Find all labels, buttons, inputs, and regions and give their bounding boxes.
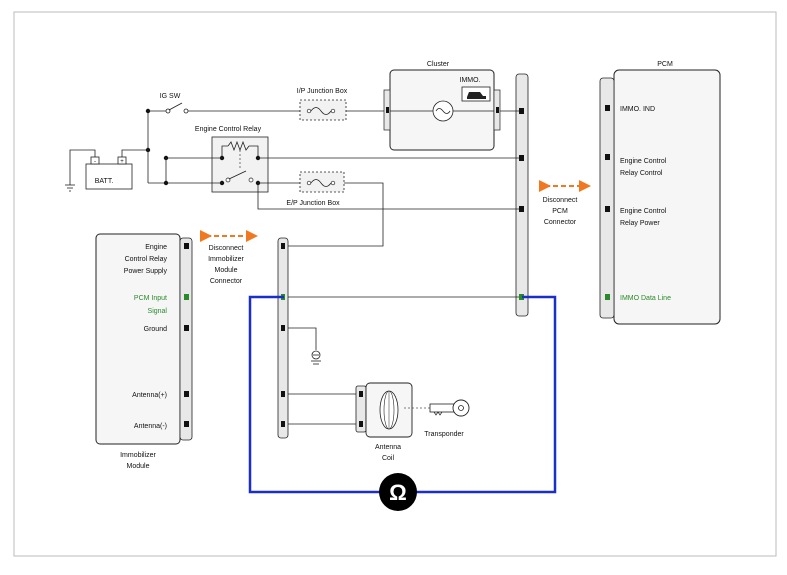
pcm-pin-ecr-power-2: Relay Power — [620, 220, 660, 227]
pcm-pin-ecr-power-1: Engine Control — [620, 208, 667, 215]
disconnect-pcm-label-1: Disconnect — [543, 197, 578, 204]
imm-pin-ecr-1: Engine — [145, 244, 167, 251]
immobilizer-module-connector — [179, 237, 193, 441]
imm-pin-antenna-plus: Antenna(+) — [132, 392, 167, 399]
ohmmeter-icon — [379, 473, 417, 511]
ip-junction-box — [299, 99, 347, 121]
imm-pin-ecr-2: Control Relay — [125, 256, 168, 263]
disconnect-imm-label-4: Connector — [210, 278, 243, 285]
battery-icon: - + — [85, 156, 133, 190]
engine-control-relay-label: Engine Control Relay — [195, 126, 262, 133]
antenna-coil-label-2: Coil — [382, 455, 395, 462]
immo-label: IMMO. — [460, 77, 481, 84]
imm-pin-pcm-input-2: Signal — [148, 308, 168, 315]
immobilizer-module-label-2: Module — [127, 463, 150, 470]
ground-icon — [311, 350, 321, 365]
ig-sw-label: IG SW — [160, 93, 181, 100]
immobilizer-harness-connector — [277, 237, 289, 439]
meter-lead-left — [248, 295, 380, 494]
car-icon — [461, 86, 491, 102]
pcm-pin-ecr-control-1: Engine Control — [620, 158, 667, 165]
relay-coil-icon — [221, 140, 259, 183]
imm-pin-antenna-minus: Antenna(-) — [134, 423, 167, 430]
outer-border — [13, 11, 777, 557]
imm-pin-ground: Ground — [144, 326, 167, 333]
disconnect-imm-label-1: Disconnect — [209, 245, 244, 252]
ip-junction-box-label: I/P Junction Box — [297, 88, 348, 95]
pcm-pin-immo-ind: IMMO. IND — [620, 106, 655, 113]
pcm-title: PCM — [657, 61, 673, 68]
switch-icon — [148, 102, 189, 114]
disconnect-imm-label-3: Module — [215, 267, 238, 274]
transponder-label: Transponder — [424, 431, 464, 438]
meter-lead-right — [416, 295, 557, 494]
pcm-harness-connector — [515, 73, 529, 317]
ep-junction-box-label: E/P Junction Box — [286, 200, 340, 207]
antenna-coil-label-1: Antenna — [375, 444, 401, 451]
svg-text:+: + — [120, 159, 124, 165]
disconnect-imm-label-2: Immobilizer — [208, 256, 244, 263]
key-icon — [404, 399, 470, 417]
ohm-symbol: Ω — [389, 480, 407, 505]
disconnect-pcm-label-3: Connector — [544, 219, 577, 226]
cluster-title: Cluster — [427, 61, 450, 68]
imm-pin-ecr-3: Power Supply — [124, 268, 168, 275]
disconnect-pcm-label-2: PCM — [552, 208, 568, 215]
immobilizer-module-label-1: Immobilizer — [120, 452, 156, 459]
pcm-pin-immo-data-line: IMMO Data Line — [620, 295, 671, 302]
immobilizer-module-box — [95, 233, 181, 445]
antenna-coil-icon — [379, 390, 399, 430]
svg-text:-: - — [94, 159, 96, 165]
ground-icon — [65, 184, 75, 192]
batt-label: BATT. — [95, 178, 114, 185]
pcm-connector — [599, 77, 615, 319]
fuse-icon — [306, 107, 336, 115]
fuse-icon — [306, 179, 336, 187]
imm-pin-pcm-input-1: PCM Input — [134, 295, 167, 302]
pcm-pin-ecr-control-2: Relay Control — [620, 170, 663, 177]
ep-junction-box — [299, 171, 345, 193]
lamp-icon — [432, 100, 454, 122]
